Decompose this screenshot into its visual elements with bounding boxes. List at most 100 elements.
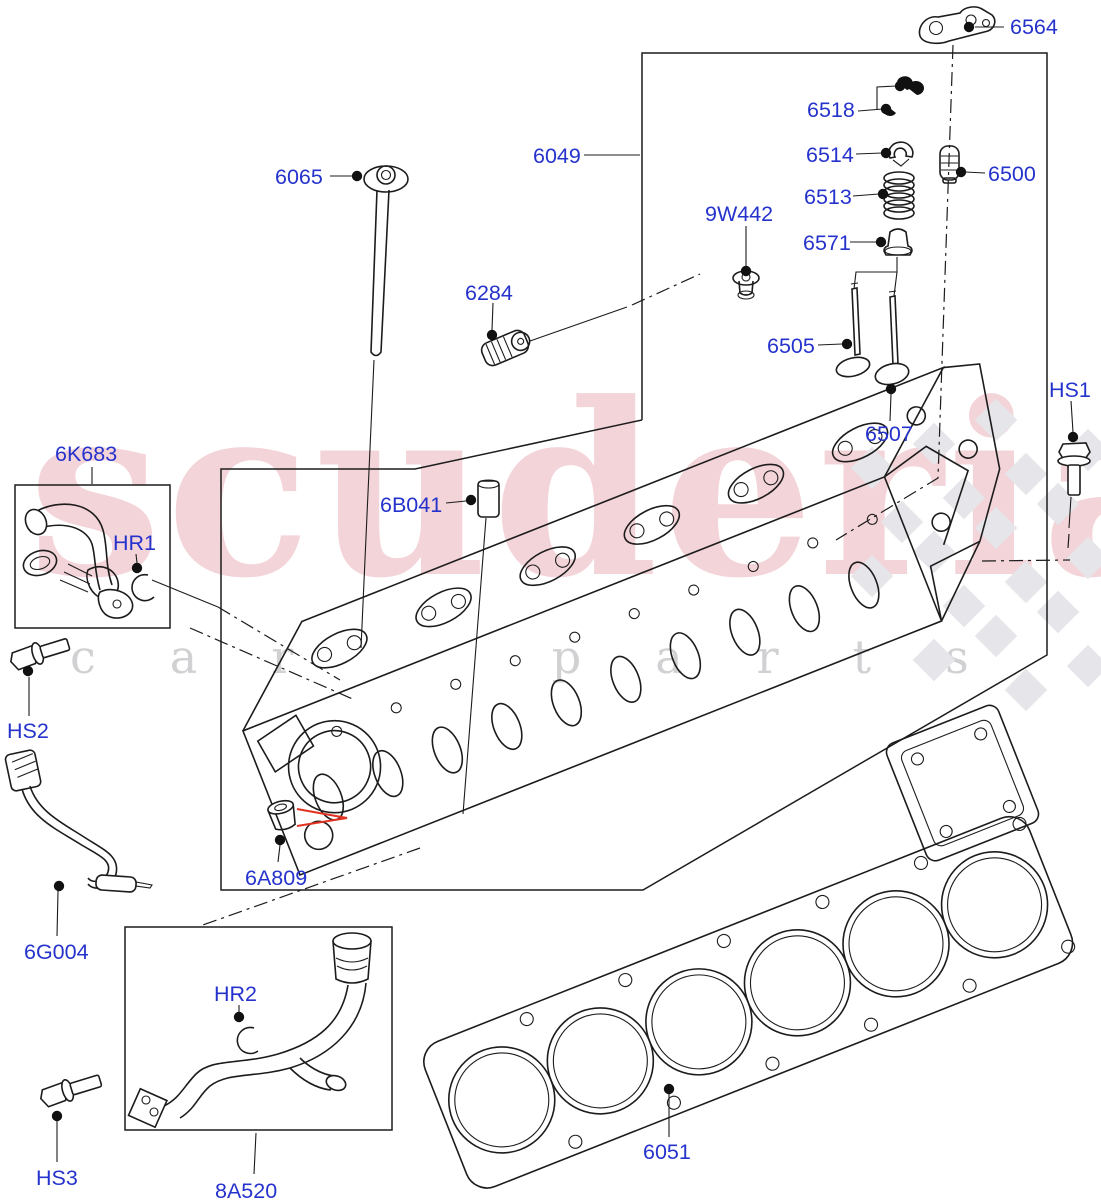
coolant-tube-drawing: [127, 932, 372, 1129]
leader-dot: [885, 383, 897, 395]
gasket-bolt-hole: [815, 894, 830, 910]
leader-dot: [740, 265, 752, 277]
part-label-HR2[interactable]: HR2: [214, 982, 257, 1006]
gasket-bore-ring: [848, 896, 944, 992]
gasket-bolt-hole: [618, 972, 633, 988]
part-label-6284[interactable]: 6284: [465, 281, 513, 305]
rocker-arm-drawing: [918, 6, 996, 45]
part-label-6571[interactable]: 6571: [803, 231, 851, 255]
part-label-group-6500: 6500: [955, 162, 1036, 186]
leader-dot: [351, 170, 363, 182]
leader-line: [855, 152, 883, 155]
part-label-group-6049: 6049: [533, 144, 640, 168]
spring-coil: [883, 178, 915, 192]
leader-dot: [486, 329, 498, 341]
gasket-bolt-hole: [1012, 816, 1027, 831]
part-label-6518[interactable]: 6518: [807, 98, 855, 122]
part-label-HS2[interactable]: HS2: [7, 719, 49, 743]
gasket-bolt-hole: [962, 978, 977, 993]
part-label-group-6518: 6518: [807, 80, 906, 122]
valve-guide-hole: [555, 552, 571, 568]
valve-guide-hole: [733, 482, 749, 498]
exhaust-port: [848, 561, 880, 609]
part-label-group-6507: 6507: [865, 383, 913, 446]
tappet-drawing: [939, 145, 960, 184]
part-label-6500[interactable]: 6500: [988, 162, 1036, 186]
valve-guide-hole: [837, 440, 853, 456]
bolt-hole: [569, 631, 581, 643]
gasket-bolt-hole: [913, 855, 929, 871]
part-label-HS1[interactable]: HS1: [1049, 378, 1091, 402]
part-label-group-6B041: 6B041: [380, 493, 477, 517]
part-label-6049[interactable]: 6049: [533, 144, 581, 168]
flag-diamond: [974, 506, 1018, 550]
leader-line: [135, 553, 138, 564]
leader-line: [852, 193, 880, 197]
leader-line: [1070, 400, 1074, 433]
bolt-hole: [688, 584, 700, 596]
leader-dot: [274, 834, 286, 846]
leader-dot: [51, 1110, 63, 1122]
coolant-tube-detail-box: [124, 926, 393, 1131]
leader-line: [964, 171, 986, 174]
valve-pocket: [623, 504, 681, 545]
leader-line: [56, 890, 59, 937]
leader-dot: [963, 21, 975, 33]
leader-line: [491, 302, 494, 331]
egr-tube-drawing: [22, 503, 134, 619]
part-label-6A809[interactable]: 6A809: [245, 866, 307, 890]
part-label-group-6514: 6514: [806, 143, 892, 167]
valve-guide-hole: [450, 593, 466, 610]
gasket-bore-ring: [651, 974, 747, 1070]
part-label-6513[interactable]: 6513: [804, 185, 852, 209]
gasket-bore: [447, 1046, 556, 1154]
gasket-bolt-hole: [716, 933, 731, 949]
gasket-bore: [546, 1007, 655, 1115]
part-label-HS3[interactable]: HS3: [36, 1166, 78, 1190]
part-label-group-9W442: 9W442: [705, 202, 773, 277]
part-label-6B041[interactable]: 6B041: [380, 493, 442, 517]
part-label-8A520[interactable]: 8A520: [215, 1179, 277, 1200]
valve-guide-hole: [421, 605, 437, 621]
spring-coil: [883, 192, 915, 206]
bolt-hole: [747, 560, 759, 573]
temperature-sensor-drawing: [4, 749, 153, 893]
valve-guide-hole: [316, 646, 333, 663]
gasket-bolt-hole: [1061, 939, 1076, 954]
valve-pocket: [727, 463, 785, 504]
dowel-pin-drawing: [477, 479, 500, 518]
leader-dot: [131, 562, 143, 574]
part-label-6G004[interactable]: 6G004: [24, 940, 89, 964]
exhaust-port: [431, 726, 464, 774]
bolt-hole: [331, 725, 343, 737]
watermark-car-parts: car parts: [70, 630, 1043, 684]
flag-diamond: [1004, 560, 1048, 604]
exhaust-port: [610, 655, 642, 703]
part-label-6K683[interactable]: 6K683: [55, 442, 117, 466]
part-label-6051[interactable]: 6051: [643, 1140, 691, 1164]
part-label-6564[interactable]: 6564: [1010, 15, 1058, 39]
part-label-6505[interactable]: 6505: [767, 334, 815, 358]
part-label-9W442[interactable]: 9W442: [705, 202, 773, 226]
part-label-6507[interactable]: 6507: [865, 422, 913, 446]
leader-dot: [955, 166, 967, 178]
leader-dot: [663, 1083, 675, 1095]
exhaust-valve-drawing: [853, 257, 910, 386]
part-label-group-6571: 6571: [803, 231, 887, 255]
valve-stem-seal-drawing: [883, 228, 913, 256]
gasket-bore-ring: [749, 935, 846, 1031]
part-label-HR1[interactable]: HR1: [113, 531, 156, 555]
bolt-hole: [450, 678, 462, 690]
part-label-6514[interactable]: 6514: [806, 143, 854, 167]
flag-diamond: [1066, 536, 1101, 580]
leader-line: [889, 393, 892, 422]
gasket-bolt-hole: [568, 1134, 583, 1149]
gasket-bore: [645, 968, 753, 1076]
plug-6284-drawing: [480, 329, 531, 367]
head-bolt-drawing: [363, 165, 409, 357]
flag-diamond: [850, 554, 894, 598]
valve-guide-hole: [346, 635, 362, 651]
part-label-6065[interactable]: 6065: [275, 165, 323, 189]
gasket-bolt-hole: [666, 1095, 681, 1110]
